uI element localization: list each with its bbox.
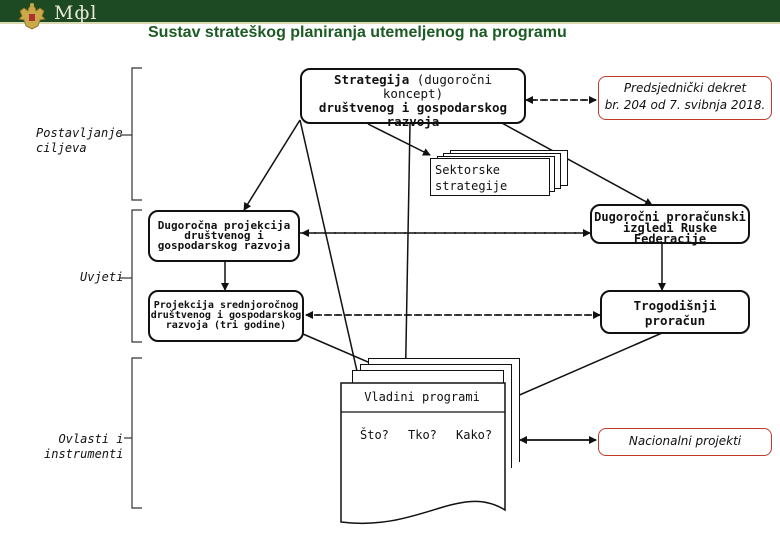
goal-setting-label: Postavljanje ciljeva — [36, 126, 123, 155]
mid-term-projection-box: Projekcija srednjoročnog društvenog i go… — [148, 290, 304, 342]
question-what: Što? — [360, 428, 389, 442]
conditions-label: Uvjeti — [80, 270, 124, 284]
arrow-strategy-to-sector — [367, 123, 431, 156]
powers-instruments-label: Ovlasti i instrumenti — [44, 432, 124, 461]
strategy-box: Strategija (dugoročni koncept) društveno… — [300, 68, 526, 129]
ministry-logo-text: Mфl — [54, 2, 98, 24]
sector-line1: Sektorske — [435, 163, 501, 177]
question-who: Tko? — [408, 428, 437, 442]
ltb-line1: Dugoročni proračunski — [594, 210, 746, 224]
ltb-line2: izgledi Ruske Federacije — [623, 221, 717, 246]
national-projects-box: Nacionalni projekti — [598, 428, 772, 456]
question-how: Kako? — [456, 428, 493, 442]
mtp-line1: Projekcija srednjoročnog — [153, 300, 299, 311]
long-term-projection-box: Dugoročna projekcija društvenog i gospod… — [148, 210, 300, 262]
sector-strategies-box: Sektorske strategije — [430, 158, 550, 196]
ltp-line1: Dugoročna projekcija — [157, 219, 291, 232]
strategy-title-rest: (dugoročni koncept) — [382, 72, 493, 101]
header-bar — [0, 0, 780, 22]
header-divider — [0, 22, 780, 24]
mtp-line3: razvoja (tri godine) — [165, 320, 287, 331]
arrow-budget-to-programs — [507, 332, 663, 401]
sector-line2: strategije — [435, 179, 508, 193]
budget-line2: proračun — [644, 313, 706, 328]
page-title: Sustav strateškog planiranja utemeljenog… — [148, 24, 567, 41]
ltp-line2: društvenog i — [184, 229, 264, 242]
three-year-budget-box: Trogodišnji proračun — [600, 290, 750, 334]
arrow-strategy-to-projection — [243, 119, 301, 211]
arrow-strategy-to-programs — [299, 119, 367, 403]
eagle-emblem-icon — [18, 3, 46, 30]
strategy-line3: razvoja — [386, 114, 440, 129]
government-programs-box — [340, 382, 506, 524]
decree-box: Predsjednički dekret br. 204 od 7. svibn… — [598, 76, 772, 120]
decree-line1: Predsjednički dekret — [623, 81, 747, 95]
strategy-line2: društvenog i gospodarskog — [318, 100, 508, 115]
long-term-budget-outlook-box: Dugoročni proračunski izgledi Ruske Fede… — [590, 204, 750, 246]
arrow-strategy-to-budget-outlook — [499, 121, 653, 206]
mtp-line2: društvenog i gospodarskog — [150, 310, 302, 321]
decree-line2: br. 204 od 7. svibnja 2018. — [604, 98, 766, 112]
programs-title: Vladini programi — [364, 390, 480, 404]
arrow-strategy-to-programs-2 — [401, 123, 411, 403]
budget-line1: Trogodišnji — [633, 298, 717, 313]
strategy-title-bold: Strategija — [333, 72, 410, 87]
national-projects-label: Nacionalni projekti — [628, 434, 742, 448]
ltp-line3: gospodarskog razvoja — [157, 239, 291, 252]
